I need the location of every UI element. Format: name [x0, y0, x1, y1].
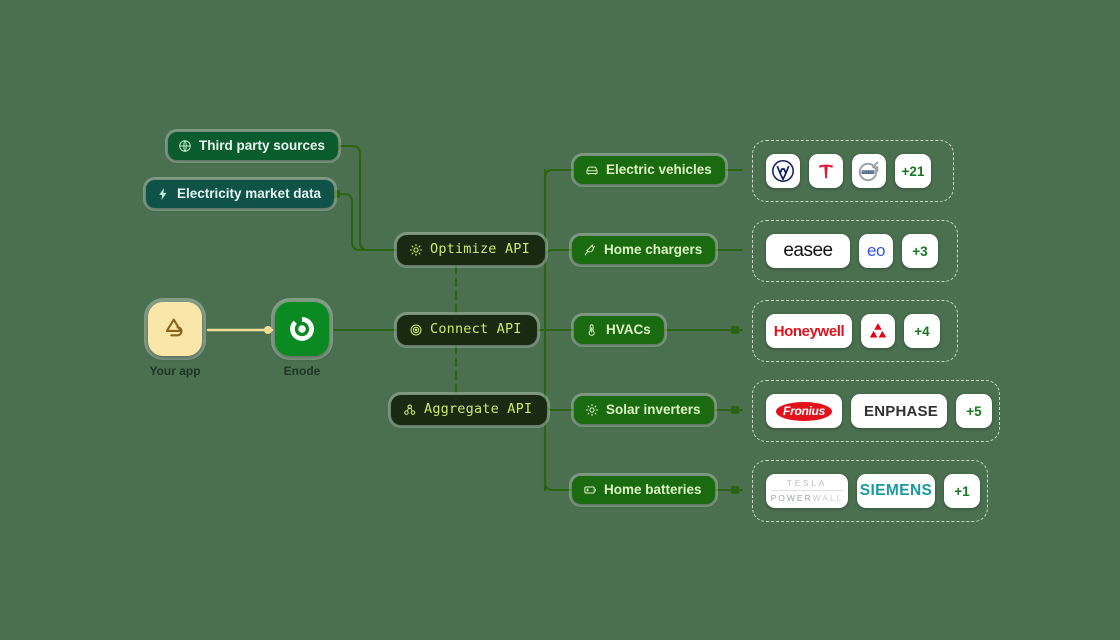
node-electricity-market-data[interactable]: Electricity market data [146, 180, 335, 208]
sun-icon [585, 403, 599, 417]
node-hvacs[interactable]: HVACs [574, 316, 664, 344]
brand-card-volvo[interactable]: VOLVO [852, 154, 886, 188]
car-icon [585, 163, 599, 177]
brand-card-tesla-powerwall[interactable]: TESLA POWERWALL [766, 474, 848, 508]
mitsubishi-icon [869, 323, 887, 338]
eo-wordmark: eo [867, 241, 885, 260]
app-triangle-icon [165, 318, 183, 337]
node-solar-inverters[interactable]: Solar inverters [574, 396, 714, 424]
volkswagen-icon [772, 160, 794, 182]
brand-card-enphase[interactable]: ENPHASE [851, 394, 947, 428]
electricity-market-data-label: Electricity market data [177, 186, 322, 202]
nodes-icon [403, 403, 417, 417]
actor-your-app[interactable]: Your app [148, 302, 202, 378]
enode-logo-icon [290, 317, 314, 341]
aggregate-api-label: Aggregate API [424, 401, 533, 418]
powerwall-text-top: TESLA [786, 478, 828, 488]
third-party-sources-label: Third party sources [199, 138, 326, 154]
brand-card-tesla[interactable] [809, 154, 843, 188]
battery-icon [583, 483, 597, 497]
node-home-chargers[interactable]: Home chargers [572, 236, 716, 264]
connect-api-label: Connect API [430, 321, 522, 338]
node-third-party-sources[interactable]: Third party sources [168, 132, 339, 160]
brand-group-home-batteries: TESLA POWERWALL SIEMENS +1 [752, 460, 988, 522]
brand-card-easee[interactable]: easee [766, 234, 850, 268]
brand-more-hvacs[interactable]: +4 [904, 314, 940, 348]
svg-text:VOLVO: VOLVO [862, 170, 874, 174]
node-home-batteries[interactable]: Home batteries [572, 476, 715, 504]
tesla-powerwall-wordmark: TESLA POWERWALL [770, 478, 844, 503]
fronius-badge: Fronius [776, 401, 832, 421]
your-app-tile[interactable] [148, 302, 202, 356]
lightning-bolt-icon [156, 187, 170, 201]
brand-card-siemens[interactable]: SIEMENS [857, 474, 935, 508]
enphase-wordmark: ENPHASE [864, 402, 938, 420]
brand-group-home-chargers: easee eo +3 [752, 220, 958, 282]
target-icon [409, 323, 423, 337]
node-connect-api[interactable]: Connect API [397, 315, 537, 345]
brand-card-mitsubishi[interactable] [861, 314, 895, 348]
tesla-icon [818, 164, 834, 179]
node-electric-vehicles[interactable]: Electric vehicles [574, 156, 725, 184]
brand-group-hvacs: Honeywell +4 [752, 300, 958, 362]
siemens-wordmark: SIEMENS [859, 482, 933, 499]
volvo-icon: VOLVO [858, 161, 879, 182]
brand-card-honeywell[interactable]: Honeywell [766, 314, 852, 348]
powerwall-text-bottom: POWERWALL [770, 489, 844, 503]
brand-card-volkswagen[interactable] [766, 154, 800, 188]
optimize-api-label: Optimize API [430, 241, 530, 258]
enode-label: Enode [283, 364, 321, 378]
brand-more-electric-vehicles[interactable]: +21 [895, 154, 931, 188]
solar-inverters-label: Solar inverters [606, 402, 701, 418]
globe-icon [178, 139, 192, 153]
home-batteries-label: Home batteries [604, 482, 702, 498]
easee-wordmark: easee [783, 240, 833, 261]
brand-card-eo[interactable]: eo [859, 234, 893, 268]
brand-more-home-batteries[interactable]: +1 [944, 474, 980, 508]
plug-icon [583, 243, 597, 257]
electric-vehicles-label: Electric vehicles [606, 162, 712, 178]
brand-group-solar-inverters: Fronius ENPHASE +5 [752, 380, 1000, 442]
thermometer-icon [585, 323, 599, 337]
node-aggregate-api[interactable]: Aggregate API [391, 395, 548, 425]
brand-card-fronius[interactable]: Fronius [766, 394, 842, 428]
honeywell-wordmark: Honeywell [773, 322, 845, 340]
fronius-wordmark: Fronius [783, 404, 825, 418]
your-app-label: Your app [149, 364, 201, 378]
brand-more-solar-inverters[interactable]: +5 [956, 394, 992, 428]
actor-enode[interactable]: Enode [275, 302, 329, 378]
brand-group-electric-vehicles: VOLVO +21 [752, 140, 954, 202]
brand-more-home-chargers[interactable]: +3 [902, 234, 938, 268]
home-chargers-label: Home chargers [604, 242, 703, 258]
enode-tile[interactable] [275, 302, 329, 356]
node-optimize-api[interactable]: Optimize API [397, 235, 545, 265]
hvacs-label: HVACs [606, 322, 651, 338]
sun-icon [409, 243, 423, 257]
